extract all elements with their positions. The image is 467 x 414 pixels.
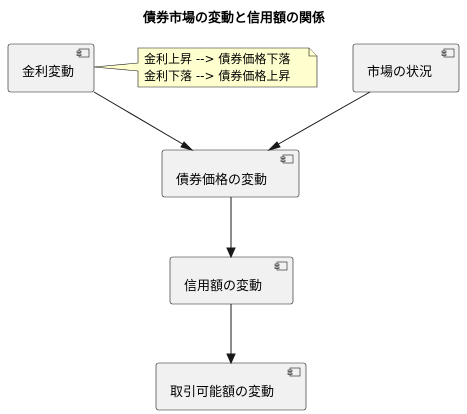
edge-credit-to-trading — [226, 304, 236, 365]
edge-bond-to-credit — [226, 197, 236, 259]
component-label: 市場の状況 — [367, 64, 432, 80]
component-icon — [287, 367, 301, 377]
component-market-condition: 市場の状況 — [352, 43, 460, 93]
component-icon — [441, 48, 455, 58]
component-icon — [274, 261, 288, 271]
component-tradable-amount-change: 取引可能額の変動 — [155, 362, 307, 411]
component-icon — [76, 48, 90, 58]
note-line-1: 金利上昇 --> 債券価格下落 — [144, 51, 290, 66]
component-label: 債券価格の変動 — [176, 172, 267, 188]
component-bond-price-change: 債券価格の変動 — [161, 149, 300, 198]
component-credit-change: 信用額の変動 — [169, 256, 294, 305]
component-interest-rate-change: 金利変動 — [7, 43, 95, 93]
component-label: 取引可能額の変動 — [170, 384, 274, 400]
edge-interest-to-bond — [93, 91, 194, 151]
component-label: 信用額の変動 — [184, 278, 262, 294]
diagram-title: 債券市場の変動と信用額の関係 — [142, 10, 325, 26]
edge-market-to-bond — [267, 91, 371, 151]
component-label: 金利変動 — [22, 64, 74, 80]
note-interest-effect: 金利上昇 --> 債券価格下落 金利下落 --> 債券価格上昇 — [93, 47, 318, 88]
component-icon — [280, 154, 294, 164]
note-line-2: 金利下落 --> 債券価格上昇 — [144, 68, 290, 83]
